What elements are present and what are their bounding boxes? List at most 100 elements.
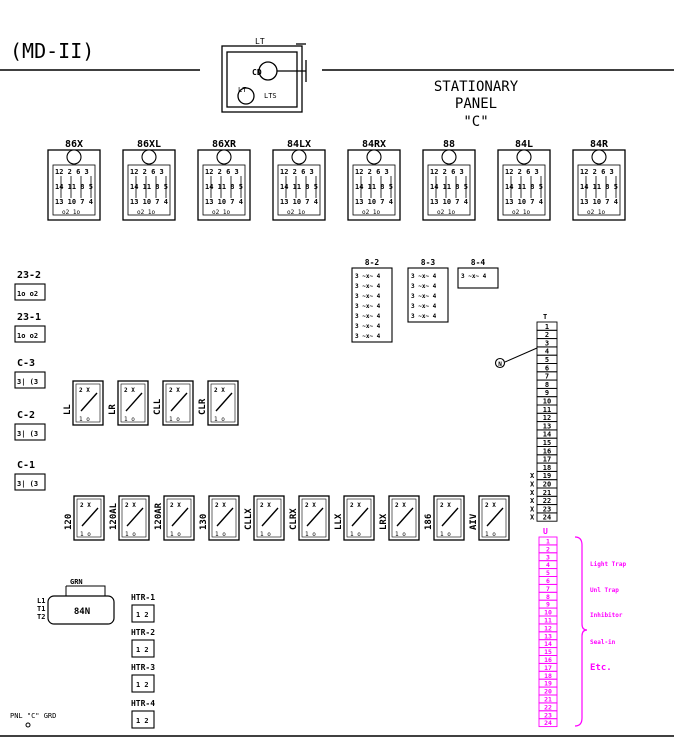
terminal-number: 12 [543,414,551,422]
aux-contact-row: 3 ~x~ 4 [411,283,437,290]
switch-top-pins: 2 X [260,502,271,509]
aux-contact-row: 3 ~x~ 4 [355,313,381,320]
heater-terminals: 1 2 [136,681,149,689]
heater-terminals: 1 2 [136,717,149,725]
panel-title-line2: PANEL [455,96,497,112]
panel-title-line3: "C" [463,114,488,130]
switch-bottom-pins: 1 o [395,531,406,538]
aux-block-label: 8-2 [365,258,380,267]
heater-label: HTR-3 [131,663,155,672]
switch-case [298,495,330,541]
heater-label: HTR-1 [131,593,155,602]
relay-pins-row4: o2 1o [62,209,80,216]
magenta-terminal-number: 11 [544,617,552,625]
terminal-number: 8 [545,381,549,389]
magenta-strip-top-label: U [543,527,548,536]
heater-4: HTR-4 1 2 [131,699,155,729]
heater-label: HTR-4 [131,699,155,708]
terminal-number: 14 [543,431,551,439]
terminal-number: 10 [543,398,551,406]
terminal-x-mark: X [530,505,535,513]
relay-pins-row2: 14 11 8 5 [580,183,618,191]
device-terminals: 3| (3 [17,480,38,489]
magenta-terminal-number: 20 [544,688,552,696]
control-switch-ll: 2 X1 oLL [63,380,104,426]
relay-pins-row1: 12 2 6 3 [505,168,539,176]
relay-label: 84LX [287,139,311,150]
relay-inner [502,164,546,216]
device-case [14,283,46,301]
terminal-x-mark: X [530,472,535,480]
relay-pins-row3: 13 10 7 4 [580,198,618,206]
relay-target-icon [291,149,307,165]
relay-inner [202,164,246,216]
relay-inner [427,164,471,216]
aux-contact-row: 3 ~x~ 4 [411,293,437,300]
relay-pins-row2: 14 11 8 5 [430,183,468,191]
terminal-number: 19 [543,472,551,480]
device-label: C-2 [17,410,35,421]
relay-target-icon [516,149,532,165]
switch-inner [391,498,417,538]
terminal-number: 6 [545,364,549,372]
magenta-note: Etc. [590,663,612,673]
grn-body [47,595,115,625]
relay-inner [52,164,96,216]
relay-pins-row2: 14 11 8 5 [280,183,318,191]
terminal-x-mark: X [530,489,535,497]
lt-label: LT [255,37,265,46]
switch-blade [441,507,459,527]
switch-top-pins: 2 X [215,502,226,509]
switch-blade [81,507,99,527]
relay-pins-row3: 13 10 7 4 [55,198,93,206]
relay-pins-row4: o2 1o [587,209,605,216]
heater-case [131,639,155,658]
magenta-terminal-cell [538,718,558,728]
relay-pins-row3: 13 10 7 4 [280,198,318,206]
terminal-number: 13 [543,422,551,430]
magenta-terminal-number: 2 [546,545,550,553]
lt-block [221,43,307,113]
relay-pins-row4: o2 1o [437,209,455,216]
panel-title: STATIONARY PANEL "C" [434,79,519,130]
cd-label: CD [252,68,262,77]
switch-inner [256,498,282,538]
terminal-number: 11 [543,406,551,414]
device-c-2: C-23| (3 [14,410,46,441]
switch-case [163,495,195,541]
switch-inner [120,383,146,423]
ground-point-icon [25,722,31,728]
relay-pins-row4: o2 1o [137,209,155,216]
aux-block-case [457,267,499,289]
magenta-terminal-number: 21 [544,696,552,704]
terminal-x-mark: X [530,497,535,505]
switch-inner [481,498,507,538]
switch-label: LLX [334,513,344,530]
switch-bottom-pins: 1 o [350,531,361,538]
switch-top-pins: 2 X [350,502,361,509]
terminal-number: 2 [545,331,549,339]
relay-inner [577,164,621,216]
switch-bottom-pins: 1 o [305,531,316,538]
relay-target-icon [141,149,157,165]
magenta-terminal-number: 4 [546,561,550,569]
switch-blade [216,507,234,527]
switch-top-pins: 2 X [395,502,406,509]
switch-blade [126,507,144,527]
grn-body-label: 84N [74,607,90,617]
aux-block-case [351,267,393,343]
switch-case [208,495,240,541]
switch-top-pins: 2 X [440,502,451,509]
relay-pins-row1: 12 2 6 3 [130,168,164,176]
